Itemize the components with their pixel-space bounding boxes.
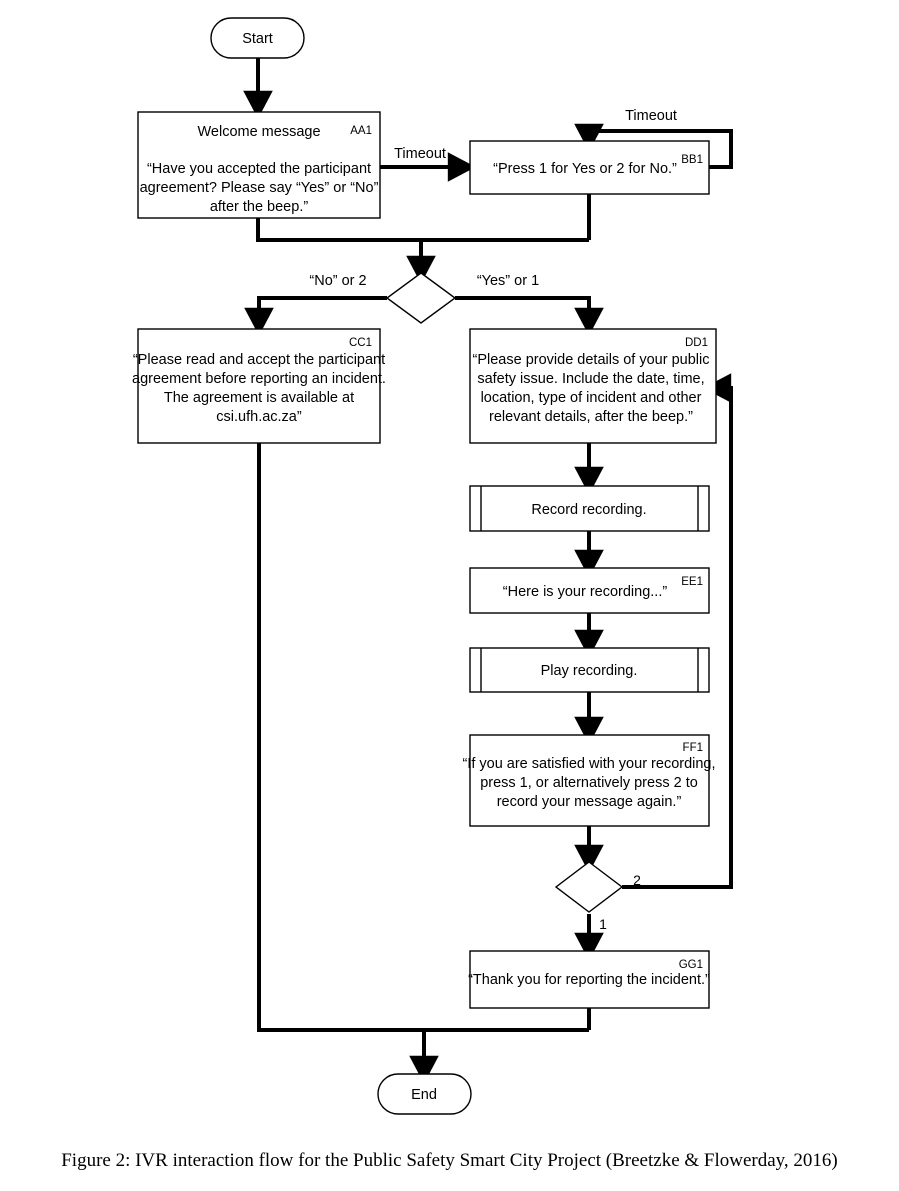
bb1-tag: BB1 — [681, 154, 703, 166]
decision-1-shape[interactable] — [385, 272, 457, 324]
edge-label-press-2: 2 — [633, 872, 641, 888]
ff1-line-1: “If you are satisfied with your recordin… — [462, 756, 715, 772]
node-cc1[interactable]: CC1 “Please read and accept the particip… — [132, 328, 386, 444]
gg1-line-1: “Thank you for reporting the incident.” — [468, 972, 710, 988]
cc1-line-1: “Please read and accept the participant — [133, 352, 385, 368]
node-dd1[interactable]: DD1 “Please provide details of your publ… — [469, 328, 717, 444]
edge-label-yes-or-1: “Yes” or 1 — [477, 273, 539, 289]
edge-label-timeout-aa-to-bb: Timeout — [394, 146, 446, 162]
node-gg1[interactable]: GG1 “Thank you for reporting the inciden… — [468, 950, 710, 1009]
edge-labels: Timeout Timeout “No” or 2 “Yes” or 1 2 1 — [309, 108, 677, 932]
edge-cc1-to-final-merge — [257, 443, 589, 1032]
dd1-line-3: location, type of incident and other — [481, 390, 702, 406]
ff1-tag: FF1 — [683, 742, 703, 754]
end-shape[interactable] — [377, 1073, 472, 1115]
aa1-line-1: “Have you accepted the participant — [147, 161, 371, 177]
ee1-line-1: “Here is your recording...” — [503, 584, 668, 600]
ff1-line-2: press 1, or alternatively press 2 to — [480, 775, 698, 791]
edge-bb1-timeout-loop — [574, 123, 733, 169]
cc1-line-2: agreement before reporting an incident. — [132, 371, 386, 387]
aa1-tag: AA1 — [350, 125, 372, 137]
dd1-shape[interactable] — [469, 328, 717, 444]
decision-2-shape[interactable] — [554, 861, 624, 913]
bb1-line-1: “Press 1 for Yes or 2 for No.” — [493, 161, 677, 177]
start-shape[interactable] — [210, 17, 305, 59]
edge-label-timeout-bb-loop: Timeout — [625, 108, 677, 124]
cc1-tag: CC1 — [349, 337, 372, 349]
ee1-tag: EE1 — [681, 576, 703, 588]
node-decision-2[interactable] — [554, 861, 624, 913]
cc1-line-4: csi.ufh.ac.za” — [216, 409, 302, 425]
record-recording-shape[interactable] — [469, 485, 710, 532]
node-ff1[interactable]: FF1 “If you are satisfied with your reco… — [462, 734, 716, 827]
gg1-shape[interactable] — [469, 950, 710, 1009]
start-label: Start — [242, 31, 273, 47]
node-end[interactable]: End — [377, 1073, 472, 1115]
node-bb1[interactable]: BB1 “Press 1 for Yes or 2 for No.” — [469, 140, 710, 195]
ff1-shape[interactable] — [469, 734, 710, 827]
connectors — [243, 58, 733, 1084]
figure-caption: Figure 2: IVR interaction flow for the P… — [61, 1150, 838, 1171]
edge-label-press-1: 1 — [599, 916, 607, 932]
end-label: End — [411, 1087, 437, 1103]
bb1-shape[interactable] — [469, 140, 710, 195]
node-record-recording[interactable]: Record recording. — [469, 485, 710, 532]
dd1-tag: DD1 — [685, 337, 708, 349]
node-aa1[interactable]: AA1 Welcome message “Have you accepted t… — [137, 111, 381, 219]
edge-decision1-no-to-cc1 — [244, 296, 387, 336]
record-recording-label: Record recording. — [531, 502, 646, 518]
dd1-line-4: relevant details, after the beep.” — [489, 409, 693, 425]
aa1-heading: Welcome message — [197, 124, 320, 140]
edge-label-no-or-2: “No” or 2 — [309, 273, 366, 289]
gg1-tag: GG1 — [679, 959, 703, 971]
dd1-line-1: “Please provide details of your public — [473, 352, 710, 368]
cc1-line-3: The agreement is available at — [164, 390, 354, 406]
aa1-shape[interactable] — [137, 111, 381, 219]
dd1-line-2: safety issue. Include the date, time, — [477, 371, 704, 387]
aa1-line-2: agreement? Please say “Yes” or “No” — [140, 180, 379, 196]
ee1-shape[interactable] — [469, 567, 710, 614]
node-start[interactable]: Start — [210, 17, 305, 59]
edge-aa1-to-merge — [256, 218, 589, 242]
play-recording-label: Play recording. — [541, 663, 638, 679]
node-play-recording[interactable]: Play recording. — [469, 647, 710, 693]
edge-decision2-two-to-dd1 — [622, 373, 733, 889]
aa1-line-3: after the beep.” — [210, 199, 309, 215]
ff1-line-3: record your message again.” — [497, 794, 682, 810]
cc1-shape[interactable] — [137, 328, 381, 444]
play-recording-shape[interactable] — [469, 647, 710, 693]
node-ee1[interactable]: EE1 “Here is your recording...” — [469, 567, 710, 614]
edge-decision1-yes-to-dd1 — [455, 296, 604, 336]
node-decision-1[interactable] — [385, 272, 457, 324]
flowchart-canvas: Timeout Timeout “No” or 2 “Yes” or 1 2 1… — [132, 17, 733, 1115]
